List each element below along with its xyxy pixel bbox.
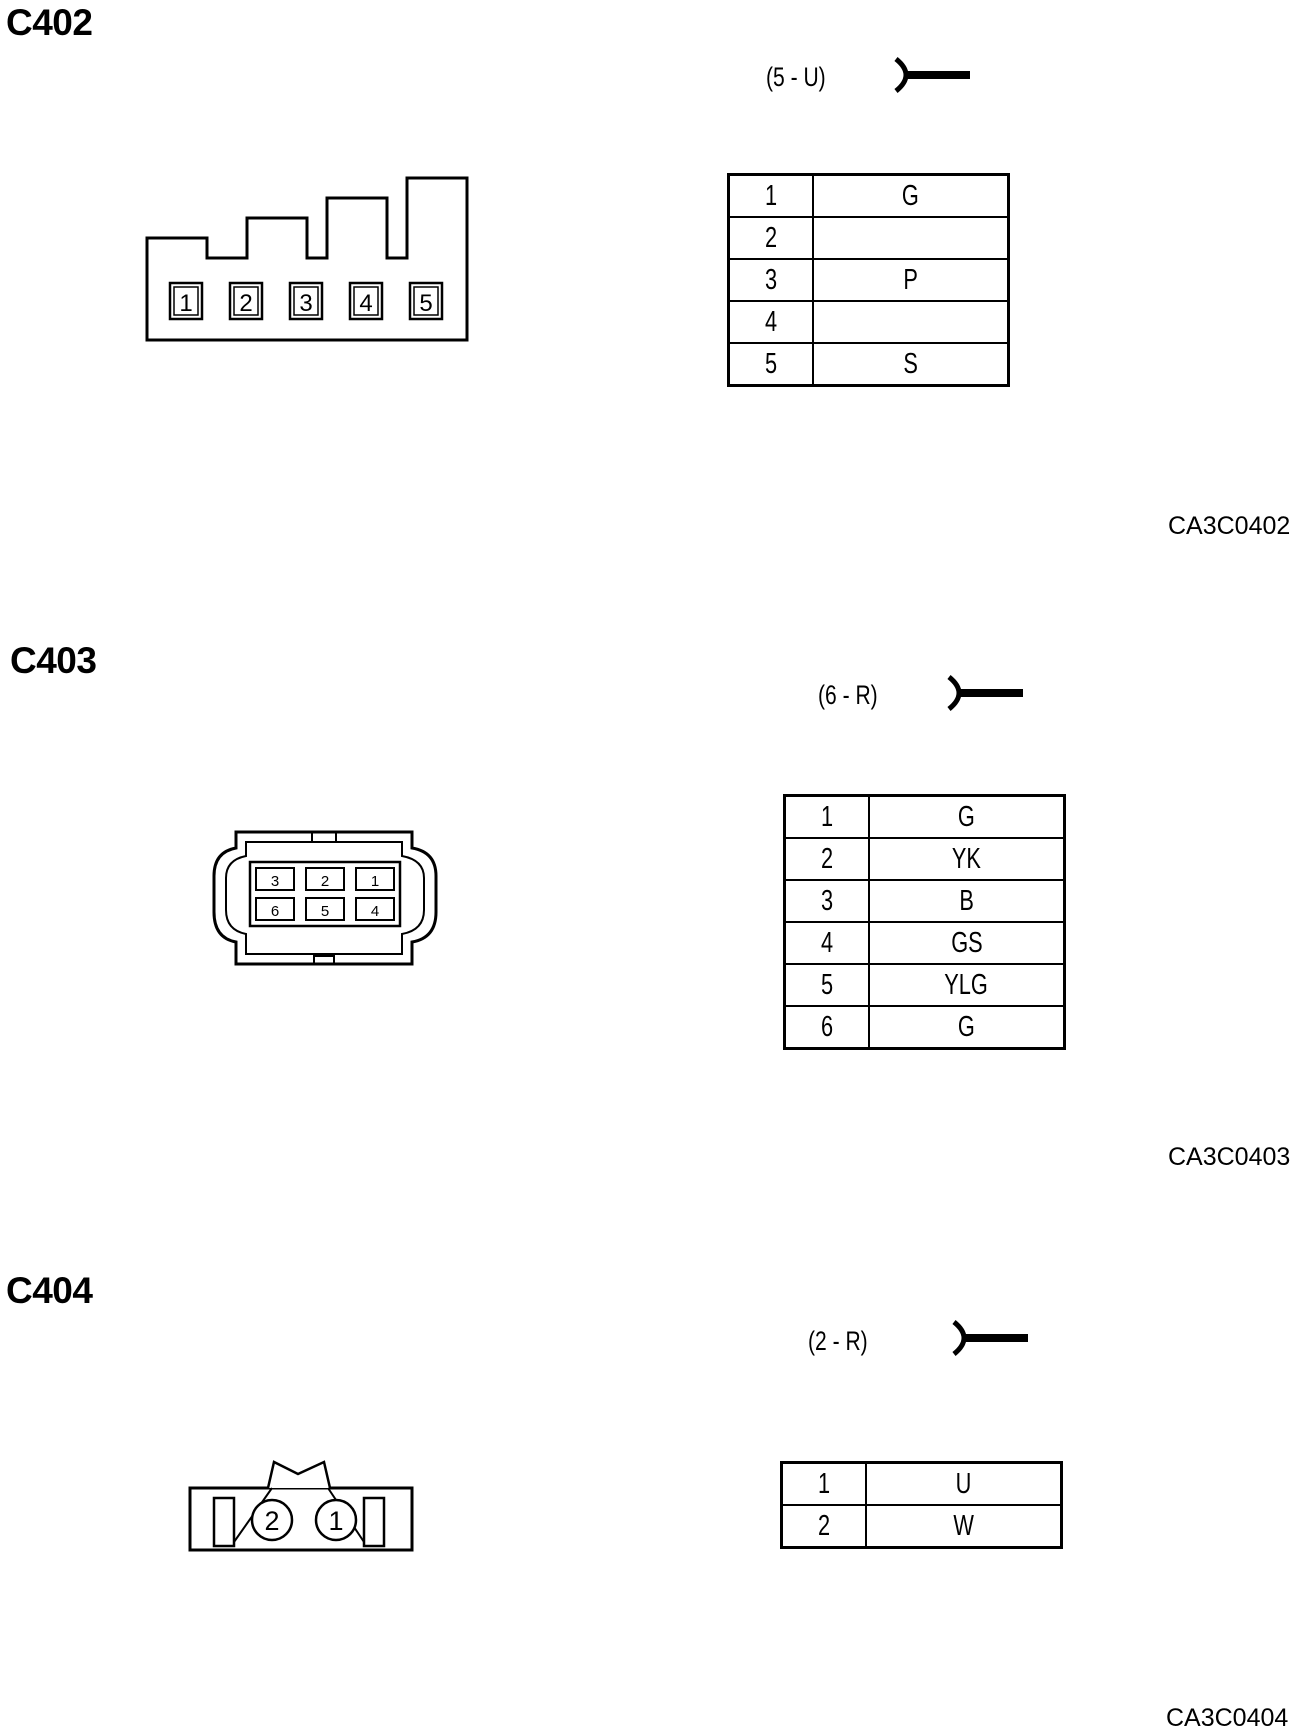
connector-face-c403: 3 2 1 6 5 4 [212,830,438,966]
wire-color: G [902,179,919,212]
wire-color: B [959,884,974,917]
female-terminal-icon [952,1320,1028,1356]
wire-color: S [903,347,918,380]
face-pin-label: 1 [328,1506,343,1536]
pin-cavities-c402 [168,281,444,321]
wire-color: G [958,1010,975,1043]
pin-count-label-c404: (2 - R) [808,1326,868,1356]
pin-number: 3 [764,263,778,296]
image-code-c402: CA3C0402 [1168,512,1291,540]
face-pin-label: 4 [371,903,379,920]
connector-face-c404: 2 1 [188,1460,414,1552]
face-pin-label: 4 [359,290,372,317]
pin-number: 1 [764,179,778,212]
pin-number: 1 [820,800,834,833]
face-pin-label: 3 [271,873,279,890]
table-row: 2 YK [783,837,1066,881]
table-row: 4 [727,300,1010,344]
connector-title-c403: C403 [10,640,97,681]
wire-color: GS [950,926,983,959]
wire-color: U [955,1467,972,1500]
wire-color: W [953,1509,974,1542]
face-pin-label: 2 [321,873,329,890]
pin-number: 2 [817,1509,831,1542]
face-pin-label: 5 [321,903,329,920]
pin-number: 4 [820,926,834,959]
face-pin-label: 6 [271,903,279,920]
face-pin-label: 2 [239,290,252,317]
pin-number: 3 [820,884,834,917]
image-code-c404: CA3C0404 [1166,1704,1289,1732]
image-code-c403: CA3C0403 [1168,1143,1291,1171]
face-pin-label: 1 [371,873,379,890]
pin-count-label-c402: (5 - U) [766,62,826,92]
wire-color: P [903,263,918,296]
pin-number: 5 [764,347,778,380]
pin-number: 6 [820,1010,834,1043]
female-terminal-icon [894,57,970,93]
pin-number: 2 [820,842,834,875]
face-pin-label: 1 [179,290,192,317]
pin-number: 4 [764,305,778,338]
wire-color: YK [951,842,982,875]
connector-title-c404: C404 [6,1270,93,1311]
face-pin-label: 2 [264,1506,279,1536]
wire-color: G [958,800,975,833]
connector-title-c402: C402 [6,2,93,43]
pin-number: 1 [817,1467,831,1500]
connector-face-c402: 1 2 3 4 5 [145,176,469,342]
pin-number: 5 [820,968,834,1001]
table-row: 4 GS [783,921,1066,965]
face-pin-label: 3 [299,290,312,317]
pin-number: 2 [764,221,778,254]
wire-color: YLG [944,968,989,1001]
face-pin-label: 5 [419,290,432,317]
table-row: 5 YLG [783,963,1066,1007]
table-row: 2 [727,216,1010,260]
pin-count-label-c403: (6 - R) [818,680,878,710]
female-terminal-icon [947,675,1023,711]
